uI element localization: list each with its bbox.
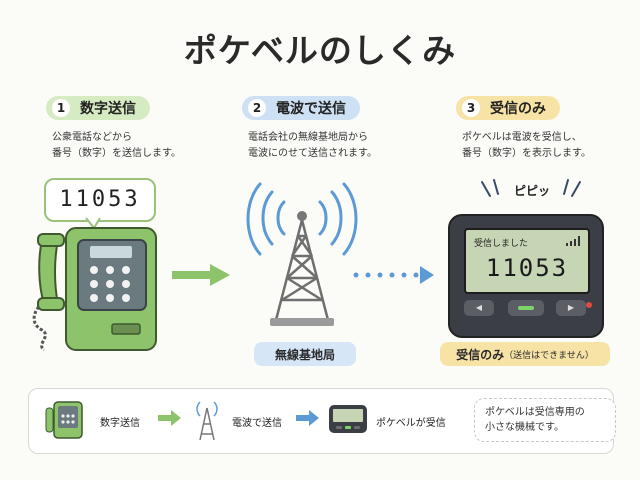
step-3-number: 3 [462,99,480,117]
mini-tower-icon [196,401,218,441]
step-3-description: ポケベルは電波を受信し、 番号（数字）を表示します。 [462,132,591,159]
legend-item-2: 電波で送信 [232,418,282,429]
legend-arrow-blue-icon [296,410,319,426]
pager-device: 受信しました 11053 ◀ ▶ [448,214,604,338]
step-2-description: 電話会社の無線基地局から 電波にのせて送信されます。 [248,132,377,159]
pager-number: 11053 [485,254,569,282]
pager-label-sub: （送信はできません） [504,350,594,361]
pager-status-text: 受信しました [474,239,529,249]
phone-number-bubble: 11053 [44,178,156,222]
step-1-number: 1 [52,99,70,117]
pager-sound-text: ピピッ [513,184,550,198]
step-2-pill: 2 電波で送信 [242,96,360,120]
page-title: ポケベルのしくみ [183,31,457,70]
pager-label: 受信のみ（送信はできません） [440,342,610,366]
pager-screen: 受信しました 11053 [464,228,590,294]
step-1-pill: 1 数字送信 [46,96,150,120]
pager-center-button[interactable] [508,300,544,316]
beep-lines-icon [481,179,581,197]
pager-led [586,302,592,308]
pager-right-button[interactable]: ▶ [556,300,586,316]
arrow-right-icon [172,264,230,286]
legend-note: ポケベルは受信専用の 小さな機械です。 [474,398,616,442]
mini-payphone-icon [45,401,83,439]
legend-item-3: ポケベルが受信 [376,418,446,429]
radio-tower-icon [246,182,358,326]
pager-label-main: 受信のみ [456,347,505,362]
payphone-icon [32,217,157,352]
step-2-number: 2 [248,99,266,117]
pager-left-button[interactable]: ◀ [464,300,494,316]
step-1-label: 数字送信 [80,101,136,117]
tower-label: 無線基地局 [254,342,356,366]
legend-arrow-green-icon [158,410,181,426]
mini-pager-icon [329,405,367,433]
legend-item-1: 数字送信 [100,418,140,429]
step-1-description: 公衆電話などから 番号（数字）を送信します。 [52,132,181,159]
signal-icon [566,236,580,246]
dotted-arrow-icon [353,266,434,284]
step-3-pill: 3 受信のみ [456,96,560,120]
step-2-label: 電波で送信 [276,101,346,117]
step-3-label: 受信のみ [490,101,546,117]
